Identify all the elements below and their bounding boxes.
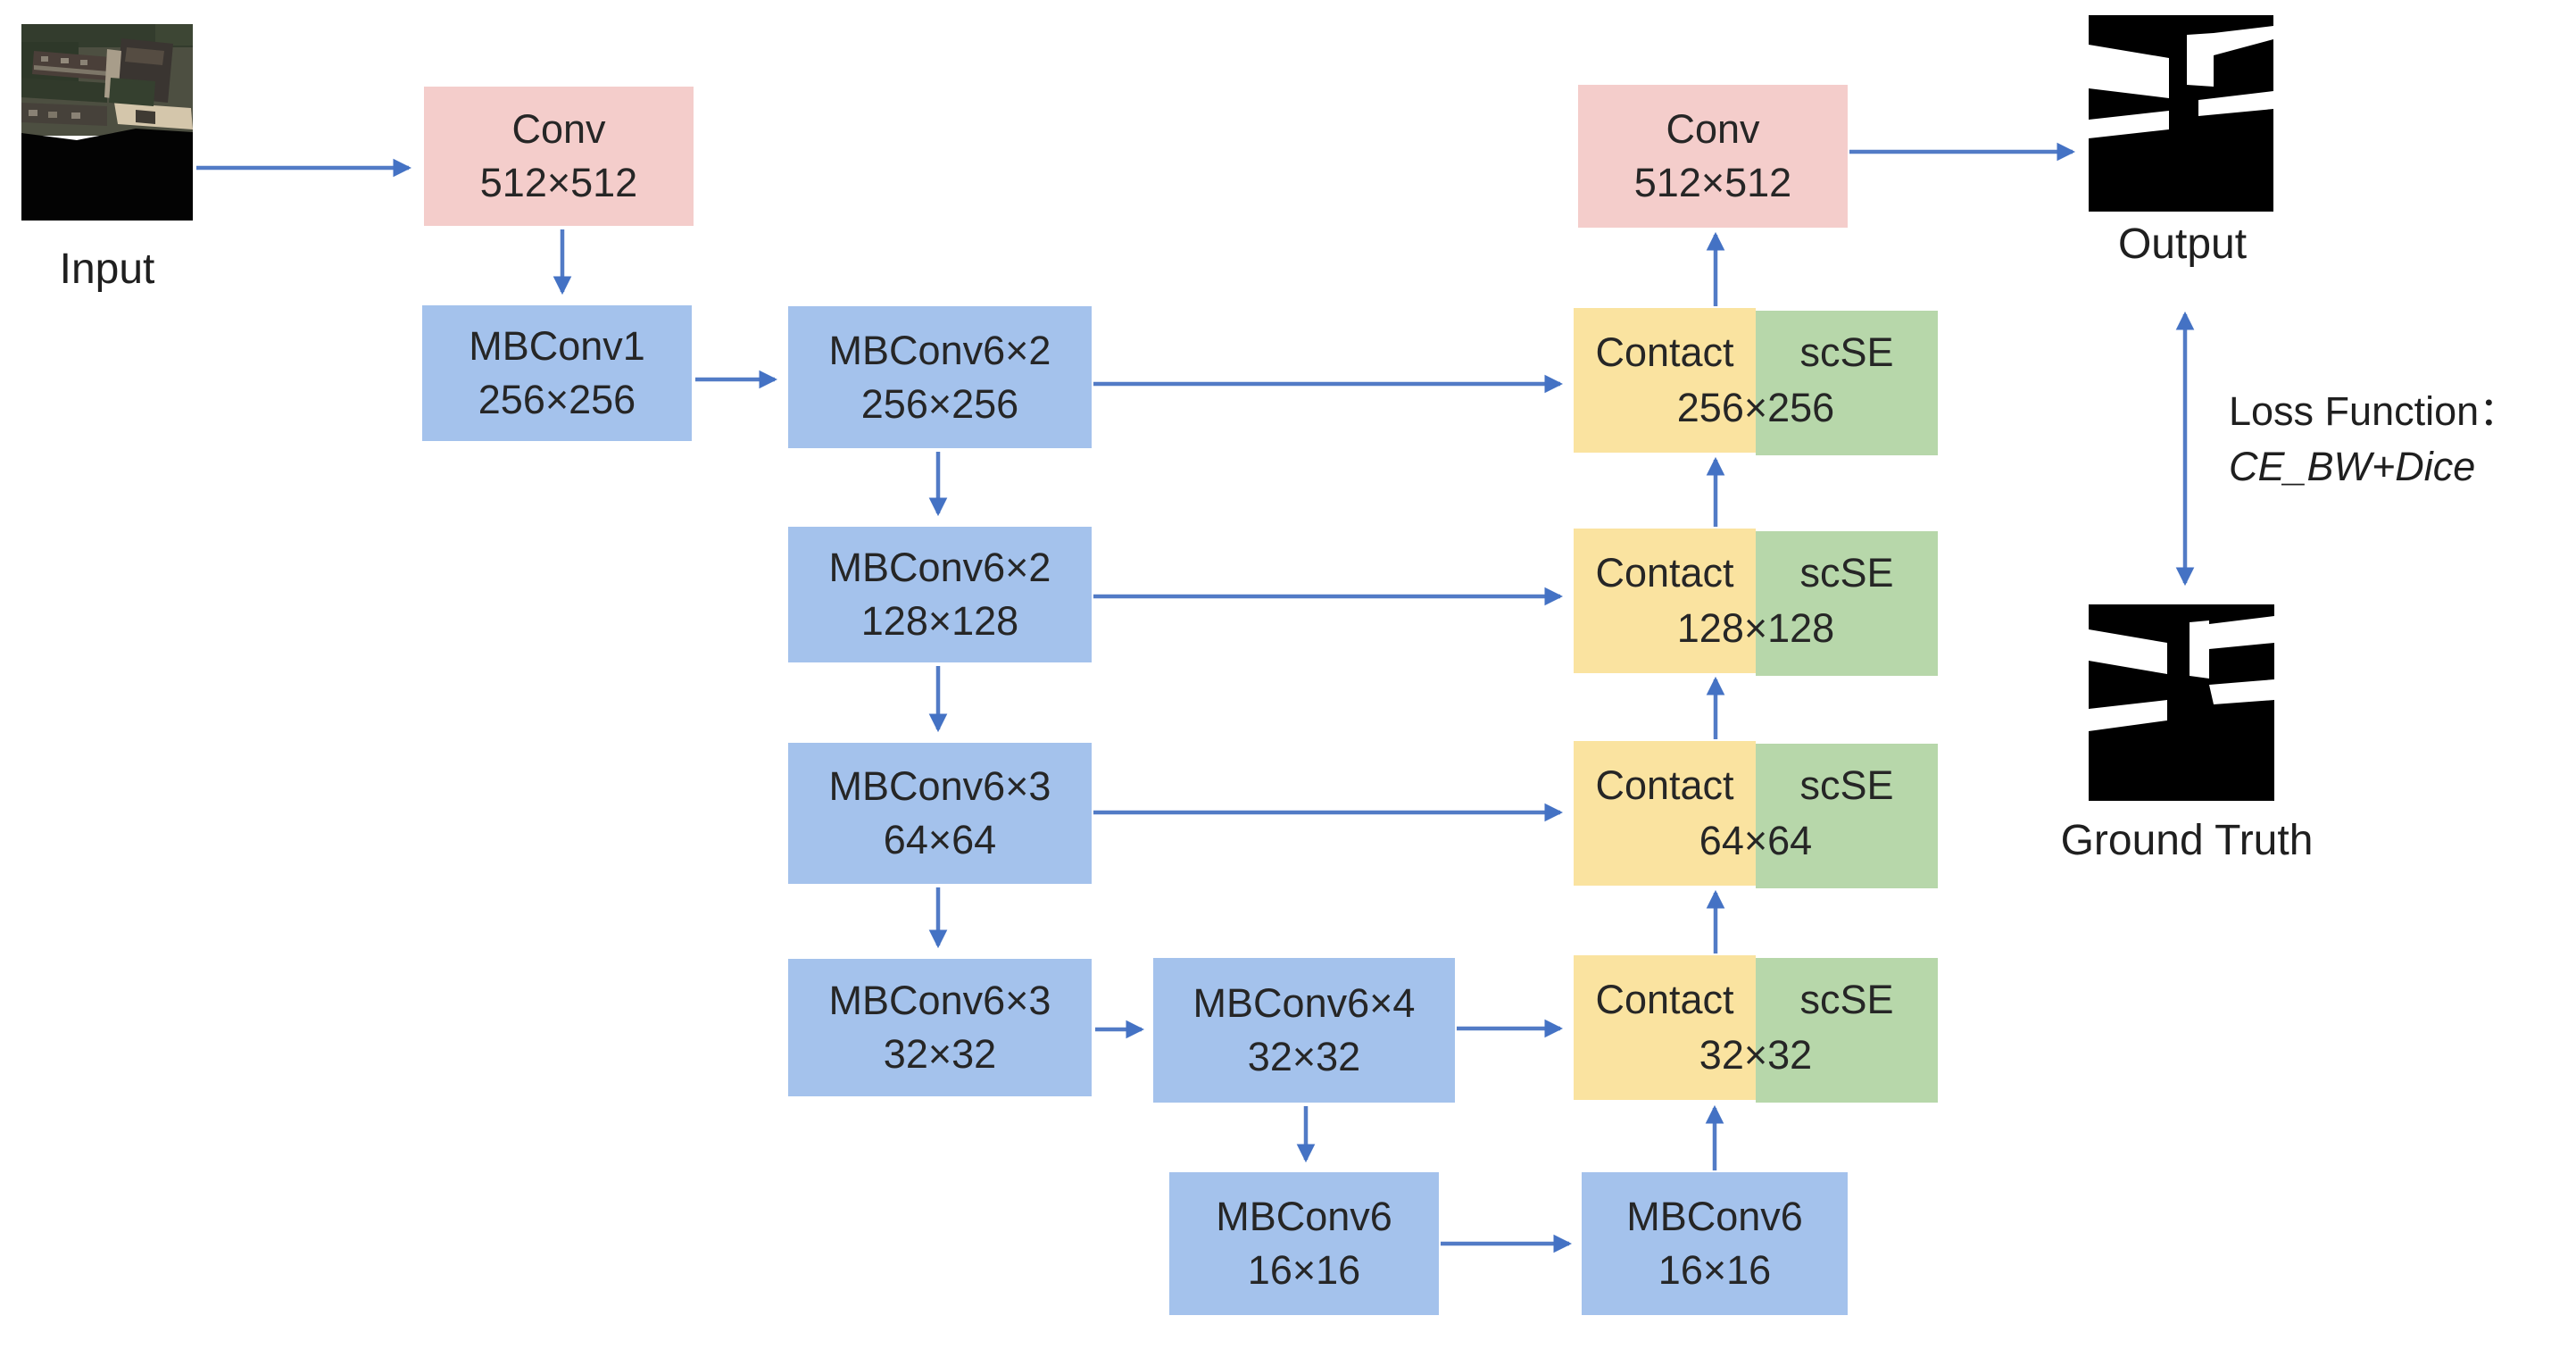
scse-half — [1756, 531, 1938, 676]
input-caption: Input — [59, 246, 155, 293]
loss-formula: CE_BW+Dice — [2229, 444, 2476, 489]
ground-truth-caption: Ground Truth — [2060, 817, 2314, 864]
box-label: MBConv6×2 — [828, 327, 1051, 373]
box-label: Conv — [1666, 106, 1760, 152]
output-image — [2089, 15, 2273, 212]
scse-label: scSE — [1799, 550, 1894, 595]
concat-label: Contact — [1595, 550, 1734, 595]
block-size: 64×64 — [1699, 818, 1813, 863]
box-size: 128×128 — [860, 598, 1019, 644]
box-label: MBConv6 — [1626, 1194, 1803, 1239]
box-size: 256×256 — [478, 377, 636, 422]
box-label: MBConv6×4 — [1192, 980, 1416, 1026]
loss-title: Loss Function： — [2229, 388, 2520, 434]
concat-half — [1574, 741, 1756, 886]
scse-half — [1756, 311, 1938, 455]
block-size: 32×32 — [1699, 1032, 1813, 1078]
loss-function-text: Loss Function： CE_BW+Dice — [2229, 384, 2519, 495]
box-label: MBConv6×3 — [828, 978, 1051, 1023]
scse-half — [1756, 744, 1938, 888]
ground-truth-image — [2089, 604, 2274, 801]
concat-half — [1574, 955, 1756, 1100]
box-size: 16×16 — [1247, 1247, 1361, 1293]
masked-region — [21, 129, 193, 221]
dec-128-block: Contact scSE 128×128 — [1574, 529, 1938, 676]
bridge-32-box: MBConv6×4 32×32 — [1153, 958, 1455, 1103]
box-label: Conv — [511, 106, 606, 152]
box-size: 16×16 — [1658, 1247, 1772, 1293]
box-size: 512×512 — [479, 160, 638, 205]
conv-in-box: Conv 512×512 — [424, 87, 694, 226]
box-size: 32×32 — [883, 1031, 997, 1077]
scse-label: scSE — [1799, 762, 1894, 808]
block-size: 256×256 — [1676, 385, 1835, 430]
box-label: MBConv6 — [1216, 1194, 1392, 1239]
block-size: 128×128 — [1676, 605, 1835, 651]
enc-64-box: MBConv6×3 64×64 — [788, 743, 1092, 884]
box-size: 512×512 — [1633, 160, 1792, 205]
box-size: 64×64 — [883, 817, 997, 862]
box-label: MBConv6×2 — [828, 545, 1051, 590]
concat-label: Contact — [1595, 977, 1734, 1022]
mb16a-box: MBConv6 16×16 — [1169, 1172, 1439, 1315]
box-size: 256×256 — [860, 380, 1019, 427]
scse-label: scSE — [1799, 977, 1894, 1022]
enc-32-box: MBConv6×3 32×32 — [788, 959, 1092, 1096]
enc-128-box: MBConv6×2 128×128 — [788, 527, 1092, 662]
mbconv1-box: MBConv1 256×256 — [422, 305, 692, 441]
input-image — [21, 24, 193, 221]
conv-out-box: Conv 512×512 — [1578, 85, 1848, 228]
concat-label: Contact — [1595, 329, 1734, 375]
output-caption: Output — [2117, 221, 2248, 268]
box-label: MBConv1 — [469, 323, 645, 369]
dec-32-block: Contact scSE 32×32 — [1574, 955, 1938, 1103]
dec-64-block: Contact scSE 64×64 — [1574, 741, 1938, 888]
concat-half — [1574, 529, 1756, 673]
dec-256-block: Contact scSE 256×256 — [1574, 308, 1938, 455]
box-label: MBConv6×3 — [828, 763, 1051, 809]
enc-256-box: MBConv6×2 256×256 — [788, 306, 1092, 448]
concat-half — [1574, 308, 1756, 453]
concat-label: Contact — [1595, 762, 1734, 808]
scse-half — [1756, 958, 1938, 1103]
mb16b-box: MBConv6 16×16 — [1582, 1172, 1848, 1315]
box-size: 32×32 — [1247, 1034, 1361, 1079]
scse-label: scSE — [1799, 329, 1894, 375]
